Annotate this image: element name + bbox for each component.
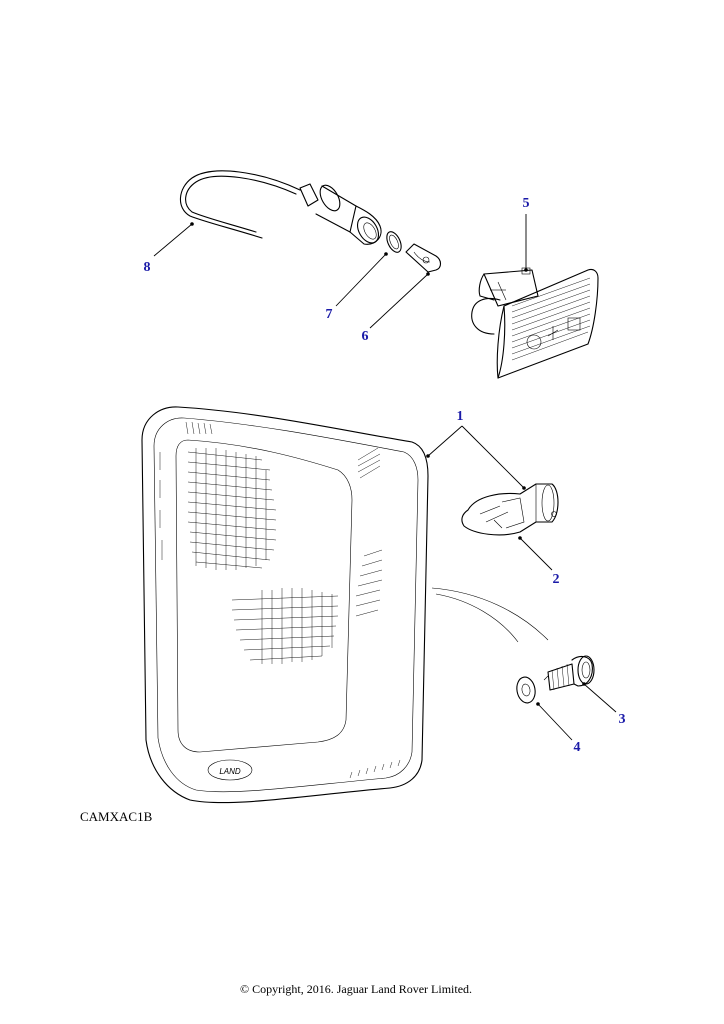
seal-ring-part-7 bbox=[386, 231, 402, 253]
assembly-path-line-2 bbox=[435, 593, 519, 643]
callout-2[interactable]: 2 bbox=[553, 572, 560, 587]
callout-6[interactable]: 6 bbox=[362, 329, 369, 344]
assembly-path-line bbox=[431, 587, 549, 641]
indicator-lens-part-1: LAND bbox=[141, 406, 429, 804]
lens-side-ribs bbox=[159, 447, 383, 617]
bulb-part-2 bbox=[461, 483, 559, 536]
land-rover-logo-text: LAND bbox=[219, 767, 241, 776]
leader-lines bbox=[153, 214, 617, 741]
wiring-harness-part-8 bbox=[179, 170, 382, 245]
side-repeater-lamp-part-5 bbox=[471, 267, 599, 379]
callout-1[interactable]: 1 bbox=[457, 409, 464, 424]
copyright-notice: © Copyright, 2016. Jaguar Land Rover Lim… bbox=[240, 982, 472, 996]
callout-4[interactable]: 4 bbox=[574, 740, 581, 755]
lens-bottom-ribs bbox=[349, 759, 401, 779]
callout-5[interactable]: 5 bbox=[523, 196, 530, 211]
callout-3[interactable]: 3 bbox=[619, 712, 626, 727]
lens-prism-pattern bbox=[187, 448, 339, 664]
callout-8[interactable]: 8 bbox=[144, 260, 151, 275]
callout-7[interactable]: 7 bbox=[326, 307, 333, 322]
drawing-code: CAMXAC1B bbox=[80, 809, 153, 824]
lens-top-ribs bbox=[185, 421, 213, 435]
land-rover-logo-oval bbox=[207, 759, 253, 781]
screw-part-3 bbox=[543, 655, 595, 691]
callout-labels: 1 2 3 4 5 6 7 8 bbox=[144, 196, 626, 755]
washer-part-4 bbox=[516, 676, 536, 704]
bulb-part-6 bbox=[405, 243, 442, 273]
